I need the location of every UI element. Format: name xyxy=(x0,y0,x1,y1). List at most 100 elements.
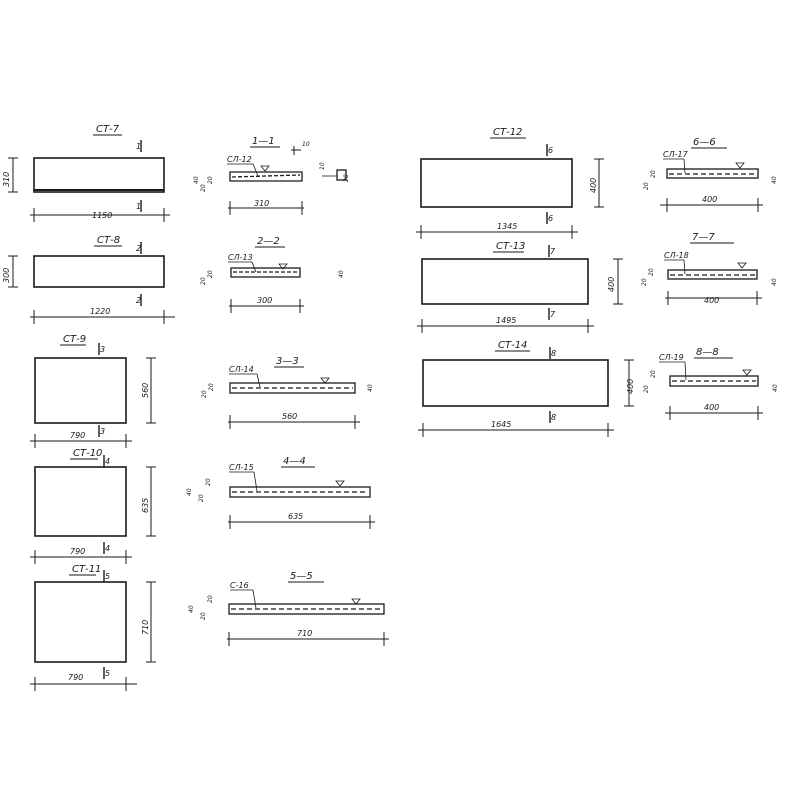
panel-outline xyxy=(34,357,127,424)
panel-outline xyxy=(33,255,165,288)
mesh-label: СЛ-12 xyxy=(227,155,252,164)
detail-dimension: 20 xyxy=(343,174,350,182)
section-title: 7—7 xyxy=(692,232,715,243)
panel-st-11: СТ-11 5 5 710 790 xyxy=(30,564,156,691)
section-cut-mark: 7 xyxy=(550,247,556,256)
height-dimension: 560 xyxy=(141,383,150,398)
mesh-label: СЛ-13 xyxy=(228,253,253,262)
cover-dimension: 20 xyxy=(207,176,214,184)
section-title: 4—4 xyxy=(283,456,306,467)
panel-outline xyxy=(422,359,609,407)
section-cut-mark: 2 xyxy=(136,296,141,305)
section-6-6: 6—6 СЛ-17 20 20 40 400 xyxy=(643,137,778,212)
panel-label: СТ-10 xyxy=(73,448,102,459)
panel-label: СТ-11 xyxy=(72,564,101,575)
mesh-label: СЛ-18 xyxy=(664,251,689,260)
slab-thickness: 40 xyxy=(188,605,195,613)
height-dimension: 400 xyxy=(626,379,635,394)
section-width: 400 xyxy=(704,403,719,412)
section-8-8: 8—8 СЛ-19 20 20 40 400 xyxy=(643,347,779,420)
slab-thickness: 40 xyxy=(771,278,778,286)
panel-st-12: СТ-12 6 6 400 1345 xyxy=(416,127,604,239)
cover-dimension: 20 xyxy=(205,478,212,486)
section-cut-mark: 2 xyxy=(136,244,141,253)
section-cut-mark: 7 xyxy=(550,310,556,319)
cover-dimension: 20 xyxy=(201,390,208,398)
panel-label: СТ-13 xyxy=(496,241,525,252)
cover-dimension: 20 xyxy=(641,278,648,286)
cover-dimension: 20 xyxy=(200,277,207,285)
slab-thickness: 40 xyxy=(772,384,779,392)
width-dimension: 790 xyxy=(70,431,85,440)
width-dimension: 790 xyxy=(68,673,83,682)
section-title: 1—1 xyxy=(252,136,275,147)
section-title: 3—3 xyxy=(276,356,299,367)
panel-outline xyxy=(420,158,573,208)
mesh-label: СЛ-15 xyxy=(229,463,254,472)
slab-thickness: 40 xyxy=(186,488,193,496)
height-dimension: 400 xyxy=(589,178,598,193)
section-width: 710 xyxy=(297,629,312,638)
height-dimension: 310 xyxy=(2,172,11,187)
section-title: 2—2 xyxy=(257,236,280,247)
cover-dimension: 20 xyxy=(198,494,205,502)
height-dimension: 400 xyxy=(607,277,616,292)
section-2-2: 2—2 СЛ-13 20 20 40 300 xyxy=(200,236,345,313)
section-1-1: 1—1 СЛ-12 40 20 20 310 10 10 20 xyxy=(193,136,350,215)
slab-thickness: 40 xyxy=(771,176,778,184)
section-cut-mark: 5 xyxy=(105,572,110,581)
width-dimension: 1495 xyxy=(496,316,516,325)
section-5-5: 5—5 С-16 40 20 20 710 xyxy=(188,571,389,646)
height-dimension: 710 xyxy=(141,620,150,635)
section-cut-mark: 8 xyxy=(551,413,556,422)
cover-dimension: 20 xyxy=(650,370,657,378)
panel-st-9: СТ-9 3 3 560 790 xyxy=(30,334,156,448)
cover-dimension: 20 xyxy=(208,383,215,391)
mesh-label: СЛ-17 xyxy=(663,150,689,159)
section-cut-mark: 3 xyxy=(100,427,105,436)
panel-label: СТ-8 xyxy=(97,235,120,246)
section-width: 300 xyxy=(257,296,272,305)
width-dimension: 1645 xyxy=(491,420,511,429)
detail-section xyxy=(336,169,347,181)
panel-label: СТ-9 xyxy=(63,334,86,345)
cover-dimension: 20 xyxy=(207,270,214,278)
cover-dimension: 20 xyxy=(643,182,650,190)
section-title: 8—8 xyxy=(696,347,719,358)
height-dimension: 300 xyxy=(2,268,11,283)
slab-thickness: 40 xyxy=(367,384,374,392)
section-4-4: 4—4 СЛ-15 40 20 20 635 xyxy=(186,456,375,529)
section-slab xyxy=(229,171,303,182)
detail-dimension: 10 xyxy=(302,141,310,148)
section-width: 560 xyxy=(282,412,297,421)
cover-dimension: 20 xyxy=(200,612,207,620)
slab-thickness: 40 xyxy=(338,270,345,278)
width-dimension: 1150 xyxy=(92,211,112,220)
panel-outline xyxy=(34,466,127,537)
section-cut-mark: 4 xyxy=(105,457,110,466)
section-width: 400 xyxy=(702,195,717,204)
cover-dimension: 20 xyxy=(643,385,650,393)
section-cut-mark: 1 xyxy=(136,142,141,151)
detail-dimension: 10 xyxy=(319,162,326,170)
section-cut-mark: 6 xyxy=(548,146,553,155)
cover-dimension: 20 xyxy=(650,170,657,178)
cover-dimension: 20 xyxy=(648,268,655,276)
panel-st-13: СТ-13 7 7 400 1495 xyxy=(417,241,623,333)
height-dimension: 635 xyxy=(141,498,150,513)
section-cut-mark: 6 xyxy=(548,214,553,223)
width-dimension: 1345 xyxy=(497,222,517,231)
section-title: 5—5 xyxy=(290,571,313,582)
mesh-label: СЛ-14 xyxy=(229,365,254,374)
panel-st-14: СТ-14 8 8 400 1645 xyxy=(418,340,635,437)
section-3-3: 3—3 СЛ-14 20 20 40 560 xyxy=(201,356,374,429)
section-width: 400 xyxy=(704,296,719,305)
panel-outline xyxy=(421,258,589,305)
panel-outline xyxy=(34,581,127,663)
section-width: 635 xyxy=(288,512,303,521)
width-dimension: 790 xyxy=(70,547,85,556)
panel-st-10: СТ-10 4 4 635 790 xyxy=(30,448,156,564)
cover-dimension: 20 xyxy=(207,595,214,603)
mesh-label: СЛ-19 xyxy=(659,353,684,362)
